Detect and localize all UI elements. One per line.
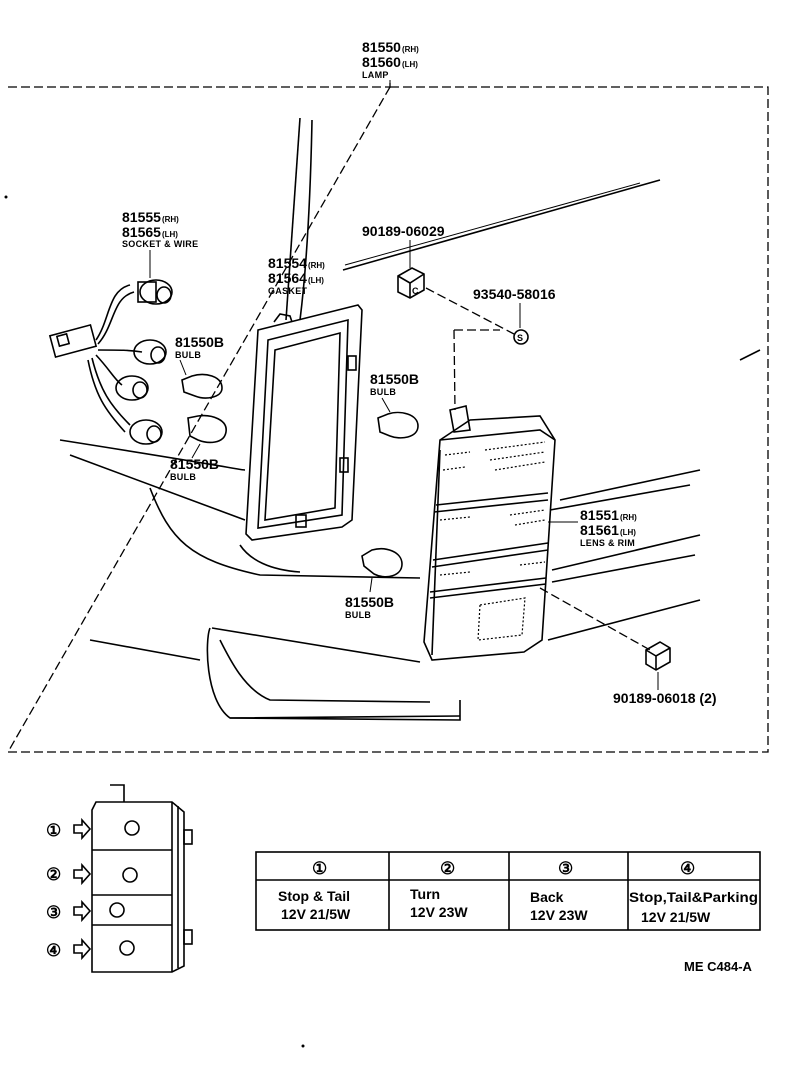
svg-text:81550B: 81550B [370, 371, 419, 387]
table-header: ④ [680, 859, 695, 878]
bulb-a: 81550B BULB [175, 334, 224, 399]
svg-text:81565(LH): 81565(LH) [122, 224, 178, 240]
table-header: ① [312, 859, 327, 878]
svg-text:81550B: 81550B [175, 334, 224, 350]
drawing-code: ME C484-A [684, 959, 753, 974]
callout-lamp: 81550(RH) 81560(LH) LAMP [362, 39, 419, 80]
legend-position-1: ① [46, 817, 92, 841]
svg-text:90189-06018 (2): 90189-06018 (2) [613, 690, 717, 706]
svg-text:LENS & RIM: LENS & RIM [580, 538, 635, 548]
lens-rim-part [423, 405, 556, 661]
svg-text:LAMP: LAMP [362, 70, 389, 80]
svg-text:BULB: BULB [345, 610, 371, 620]
svg-text:90189-06029: 90189-06029 [362, 223, 445, 239]
callout-lens-rim: 81551(RH) 81561(LH) LENS & RIM [548, 507, 637, 548]
bulb-d: 81550B BULB [345, 548, 403, 620]
table-cell-spec: 12V 23W [410, 904, 468, 920]
vehicle-body-outline [59, 117, 761, 721]
table-cell-use: Stop,Tail&Parking [629, 889, 758, 905]
svg-text:③: ③ [46, 903, 61, 922]
bulb-spec-table: ① ② ③ ④ Stop & Tail 12V 21/5W Turn 12V 2… [255, 851, 761, 931]
table-header: ② [440, 859, 455, 878]
svg-text:93540-58016: 93540-58016 [473, 286, 556, 302]
svg-text:BULB: BULB [370, 387, 396, 397]
svg-text:81551(RH): 81551(RH) [580, 507, 637, 523]
legend-position-4: ④ [46, 937, 92, 961]
callout-gasket: 81554(RH) 81564(LH) GASKET [268, 182, 641, 296]
table-header: ③ [558, 859, 573, 878]
table-cell-use: Stop & Tail [278, 888, 350, 904]
callout-screw-bottom: 90189-06018 (2) [539, 587, 717, 706]
gasket-part [245, 304, 363, 541]
bulb-b: 81550B BULB [170, 414, 227, 482]
svg-text:C: C [412, 286, 419, 296]
table-cell-use: Back [530, 889, 564, 905]
lamp-face-legend [91, 784, 193, 973]
svg-text:81561(LH): 81561(LH) [580, 522, 636, 538]
callout-socket-wire: 81555(RH) 81565(LH) SOCKET & WIRE [122, 209, 198, 278]
svg-text:BULB: BULB [170, 472, 196, 482]
svg-text:81550B: 81550B [345, 594, 394, 610]
callout-screw-s: 93540-58016 S [425, 286, 556, 411]
svg-text:81564(LH): 81564(LH) [268, 270, 324, 286]
svg-text:SOCKET & WIRE: SOCKET & WIRE [122, 239, 198, 249]
svg-text:81554(RH): 81554(RH) [268, 255, 325, 271]
table-cell-use: Turn [410, 886, 440, 902]
legend-position-2: ② [46, 862, 92, 886]
svg-text:81560(LH): 81560(LH) [362, 54, 418, 70]
svg-text:GASKET: GASKET [268, 286, 308, 296]
svg-text:①: ① [46, 821, 61, 840]
socket-wire-harness [48, 279, 173, 445]
table-cell-spec: 12V 23W [530, 907, 588, 923]
callout-screw-top: 90189-06029 C [362, 223, 445, 299]
svg-text:81550B: 81550B [170, 456, 219, 472]
legend-position-3: ③ [46, 899, 92, 923]
bulb-c: 81550B BULB [370, 371, 419, 439]
svg-text:81550(RH): 81550(RH) [362, 39, 419, 55]
table-cell-spec: 12V 21/5W [641, 909, 711, 925]
svg-text:81555(RH): 81555(RH) [122, 209, 179, 225]
svg-text:BULB: BULB [175, 350, 201, 360]
table-cell-spec: 12V 21/5W [281, 906, 351, 922]
svg-text:②: ② [46, 865, 61, 884]
svg-text:S: S [517, 333, 523, 343]
svg-text:④: ④ [46, 941, 61, 960]
